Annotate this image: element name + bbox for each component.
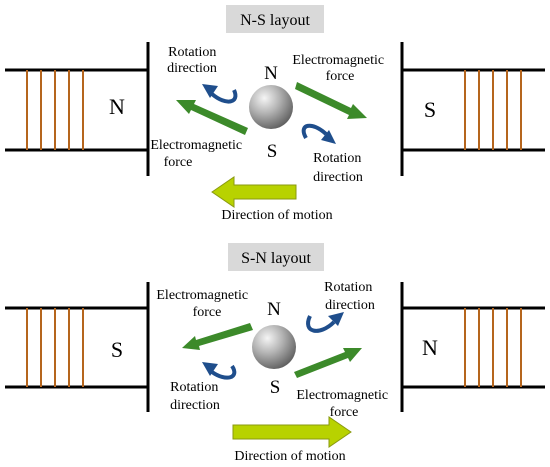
rotation-arrow-top [306,315,336,333]
right-electromagnet: N [400,282,545,412]
motion-label: Direction of motion [234,449,345,464]
motion-arrow-left [211,176,297,208]
sphere-bottom-pole: S [267,141,278,162]
right-electromagnet: S [400,42,545,176]
sphere-top-pole: N [267,299,281,320]
panel-title: S-N layout [241,250,311,267]
left-electromagnet: N [5,42,150,176]
panel-ns-layout: N-S layout N [5,5,545,223]
force-label-top: Electromagnetic force [156,288,251,320]
coil [464,70,522,150]
sphere [252,325,296,369]
rotation-arrow-bottom [301,123,328,139]
sphere-top-pole: N [264,63,278,84]
rotation-arrowhead-top [328,312,344,326]
rotation-label-bottom: Rotation direction [170,380,222,413]
rotation-label-top: Rotation direction [167,45,220,76]
panel-sn-layout: S-N layout S [5,243,545,464]
force-label-bottom: Electromagnetic force [296,388,391,420]
motion-arrow-right [232,416,352,448]
coil [26,70,84,150]
motion-label: Direction of motion [221,208,332,223]
force-arrow-up-right [295,82,367,119]
right-pole-label: S [424,97,436,122]
title-box [228,243,324,271]
force-arrow-up-left [182,323,253,350]
panel-title: N-S layout [240,12,310,29]
title-box [226,5,324,33]
left-pole-label: N [109,94,125,119]
rotation-label-top: Rotation direction [324,280,376,313]
left-electromagnet: S [5,282,150,412]
rotation-arrow-top [210,89,238,104]
rotation-label-bottom: Rotation direction [313,151,365,185]
coil [26,308,84,387]
rotation-arrowhead-bottom [321,130,336,144]
right-pole-label: N [422,335,438,360]
left-pole-label: S [111,337,123,362]
sphere [249,85,293,129]
sphere-bottom-pole: S [270,377,281,398]
force-label-bottom: Electromagnetic force [150,138,245,170]
force-arrow-down-right [294,348,362,378]
coil [464,308,522,387]
rotation-arrowhead-bottom [202,362,218,376]
rotation-arrowhead-top [202,84,218,98]
rotation-arrow-bottom [210,364,237,380]
force-arrow-down-left [176,100,248,135]
force-label-top: Electromagnetic force [292,53,387,84]
